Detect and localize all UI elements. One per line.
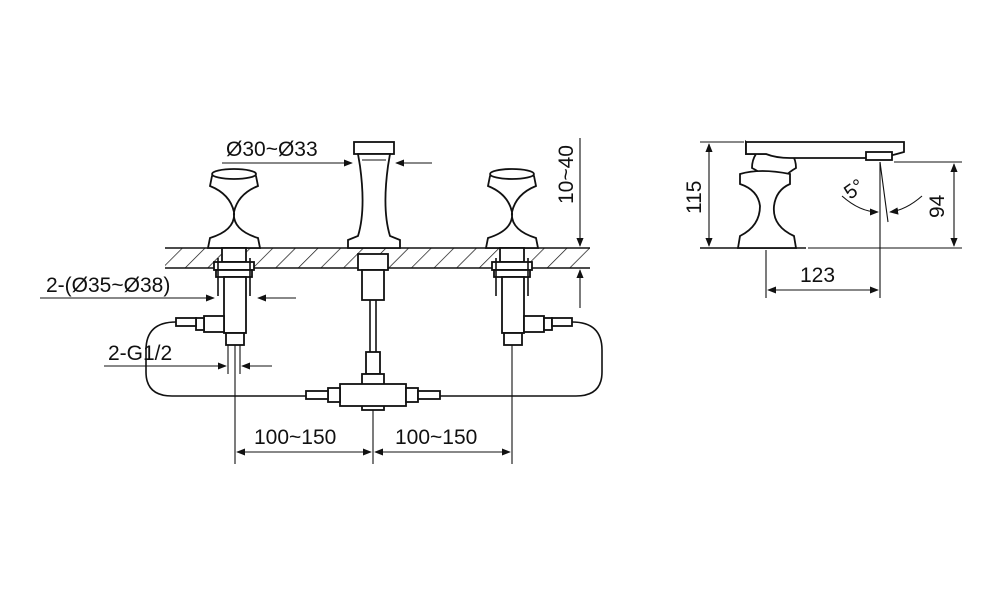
dimension-spout-reach: 123	[767, 264, 879, 294]
dimension-spout-height: 94	[926, 163, 958, 247]
dimension-spacing: 100~150 100~150	[234, 345, 513, 464]
spout-height-label: 94	[926, 194, 949, 218]
front-view: Ø30~Ø33 10~40 2-(Ø35~Ø38) 2-G1/2	[40, 138, 603, 464]
thread-size-label: 2-G1/2	[108, 342, 172, 365]
spout-reach-label: 123	[800, 264, 835, 287]
dimension-thread-size: 2-G1/2	[104, 342, 272, 374]
side-view: 115 94 123 5°	[683, 139, 962, 298]
handle-hole-label: 2-(Ø35~Ø38)	[46, 274, 170, 297]
dimension-spout-diameter: Ø30~Ø33	[222, 138, 432, 167]
total-height-label: 115	[683, 181, 706, 214]
supply-hoses	[145, 317, 603, 397]
deck-thickness-label: 10~40	[555, 145, 578, 204]
tee-connector	[305, 373, 441, 411]
spout-diameter-label: Ø30~Ø33	[226, 138, 318, 161]
spacing-right-label: 100~150	[395, 426, 477, 449]
dimension-handle-hole: 2-(Ø35~Ø38)	[40, 274, 296, 302]
spout-angle-label: 5°	[840, 175, 868, 204]
spout-body	[347, 141, 401, 375]
spacing-left-label: 100~150	[254, 426, 336, 449]
dimension-deck-thickness: 10~40	[555, 138, 584, 308]
dimension-total-height: 115	[683, 143, 713, 247]
right-handle-valve	[484, 168, 553, 346]
dimension-spout-angle: 5°	[840, 161, 923, 223]
